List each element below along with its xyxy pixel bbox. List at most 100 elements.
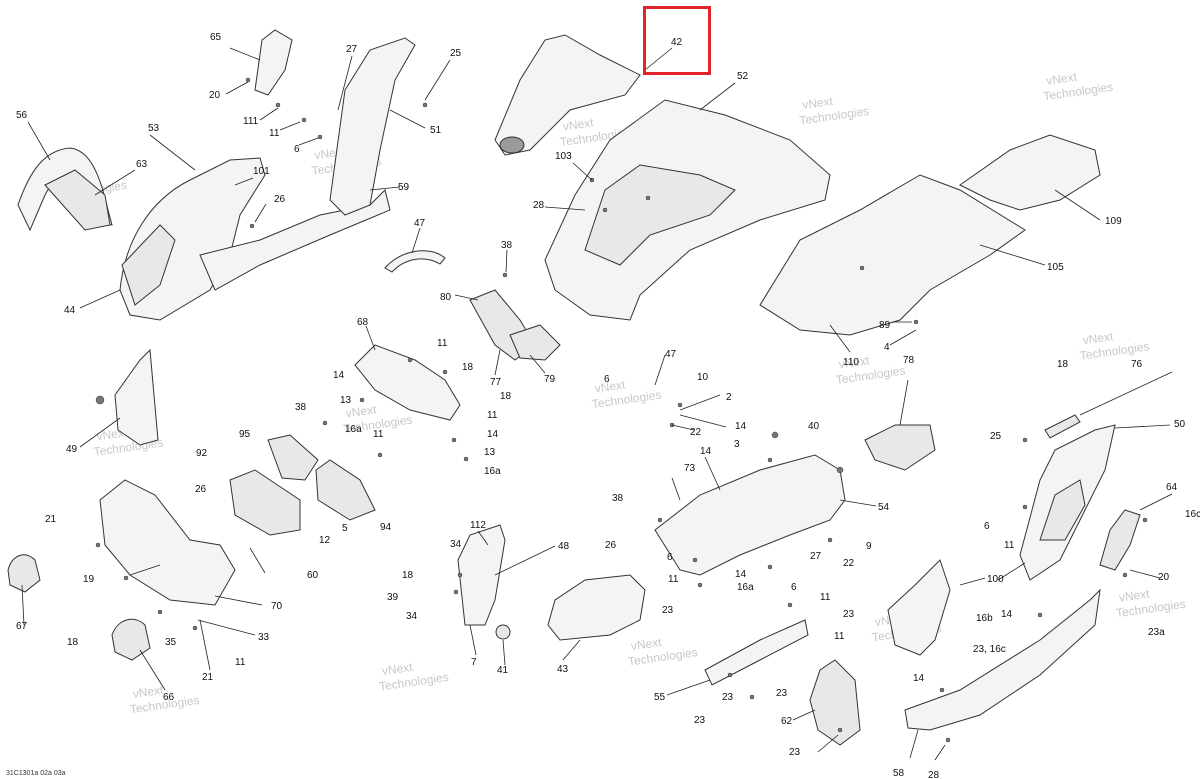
callout-16a: 16a <box>484 466 501 477</box>
callout-68: 68 <box>357 317 369 328</box>
callout-59: 59 <box>398 182 410 193</box>
callout-14: 14 <box>700 446 712 457</box>
part-68-footwell <box>354 344 461 421</box>
callout-50: 50 <box>1174 419 1186 430</box>
callout-38: 38 <box>612 493 624 504</box>
callout-105: 105 <box>1047 262 1064 273</box>
part-44-grille <box>121 224 176 306</box>
callout-11: 11 <box>269 128 280 139</box>
callout-11: 11 <box>235 657 246 668</box>
part-48-shield <box>457 524 506 626</box>
callout-14: 14 <box>735 421 747 432</box>
callout-11: 11 <box>668 574 679 585</box>
callout-23a: 23a <box>1148 627 1165 638</box>
part-42-opening <box>499 136 525 154</box>
part-62-guard <box>809 659 861 746</box>
callout-77: 77 <box>490 377 502 388</box>
callout-6: 6 <box>791 582 797 593</box>
callout-18: 18 <box>1057 359 1069 370</box>
callout-12: 12 <box>319 535 331 546</box>
callout-23: 23 <box>789 747 801 758</box>
callout-47: 47 <box>414 218 426 229</box>
svg-text:vNext: vNext <box>562 115 595 133</box>
part-43-headlight <box>547 574 646 641</box>
callout-16a: 16a <box>737 582 754 593</box>
callout-10: 10 <box>697 372 709 383</box>
part-41-cap <box>495 624 511 640</box>
callout-111: 111 <box>243 116 259 127</box>
part-49-side-panel <box>114 348 159 446</box>
callout-34: 34 <box>406 611 418 622</box>
callout-70: 70 <box>271 601 283 612</box>
callout-26: 26 <box>195 484 207 495</box>
callout-55: 55 <box>654 692 666 703</box>
callout-23: 23 <box>722 692 734 703</box>
leader-lines <box>21 47 1173 761</box>
part-105-skid-plate <box>759 174 1026 336</box>
fasteners <box>95 77 1148 743</box>
callout-14: 14 <box>735 569 747 580</box>
watermark: vNext Technologies <box>1115 587 1186 621</box>
callout-18: 18 <box>67 637 79 648</box>
callout-11: 11 <box>1004 540 1015 551</box>
callout-56: 56 <box>16 110 28 121</box>
callout-11: 11 <box>437 338 448 349</box>
callout-23: 23 <box>776 688 788 699</box>
callout-3: 3 <box>734 439 740 450</box>
callout-9: 9 <box>866 541 872 552</box>
callout-11: 11 <box>820 592 831 603</box>
svg-text:vNext: vNext <box>630 635 663 653</box>
callout-38: 38 <box>501 240 513 251</box>
part-67-headlight <box>7 554 41 593</box>
callout-28: 28 <box>533 200 545 211</box>
callout-14: 14 <box>1001 609 1013 620</box>
callout-95: 95 <box>239 429 251 440</box>
callout-25: 25 <box>990 431 1002 442</box>
callout-20: 20 <box>1158 572 1170 583</box>
svg-text:vNext: vNext <box>381 660 414 678</box>
callout-79: 79 <box>544 374 556 385</box>
callout-14: 14 <box>487 429 499 440</box>
callout-66: 66 <box>163 692 175 703</box>
callout-41: 41 <box>497 665 509 676</box>
callout-27: 27 <box>810 551 822 562</box>
callout-101: 101 <box>253 166 270 177</box>
callout-64: 64 <box>1166 482 1178 493</box>
callout-28: 28 <box>928 770 940 779</box>
callout-103: 103 <box>555 151 572 162</box>
callout-78: 78 <box>903 355 915 366</box>
callout-39: 39 <box>387 592 399 603</box>
part-59-side-rail <box>199 189 391 291</box>
callout-92: 92 <box>196 448 208 459</box>
callout-23: 23 <box>694 715 706 726</box>
part-50-cutout <box>1039 479 1086 541</box>
part-100-panel <box>887 559 951 656</box>
callout-16a: 16a <box>345 424 362 435</box>
callout-21: 21 <box>45 514 57 525</box>
callout-51: 51 <box>430 125 442 136</box>
part-64-panel <box>1099 509 1141 571</box>
callout-43: 43 <box>557 664 569 675</box>
watermark: vNext Technologies <box>627 635 698 669</box>
callout-100: 100 <box>987 574 1004 585</box>
callout-6: 6 <box>984 521 990 532</box>
callout-94: 94 <box>380 522 392 533</box>
callout-67: 67 <box>16 621 28 632</box>
callout-47: 47 <box>665 349 677 360</box>
callout-6: 6 <box>667 552 673 563</box>
callout-18: 18 <box>462 362 474 373</box>
callout-60: 60 <box>307 570 319 581</box>
callout-38: 38 <box>295 402 307 413</box>
callout-80: 80 <box>440 292 452 303</box>
part-95-grille <box>267 434 319 481</box>
callout-11: 11 <box>834 631 845 642</box>
callout-26: 26 <box>274 194 286 205</box>
callout-25: 25 <box>450 48 462 59</box>
callout-22: 22 <box>843 558 855 569</box>
callout-6: 6 <box>294 144 300 155</box>
callout-11: 11 <box>487 410 498 421</box>
callout-11: 11 <box>373 429 384 440</box>
callout-48: 48 <box>558 541 570 552</box>
part-92-grille <box>229 469 301 536</box>
